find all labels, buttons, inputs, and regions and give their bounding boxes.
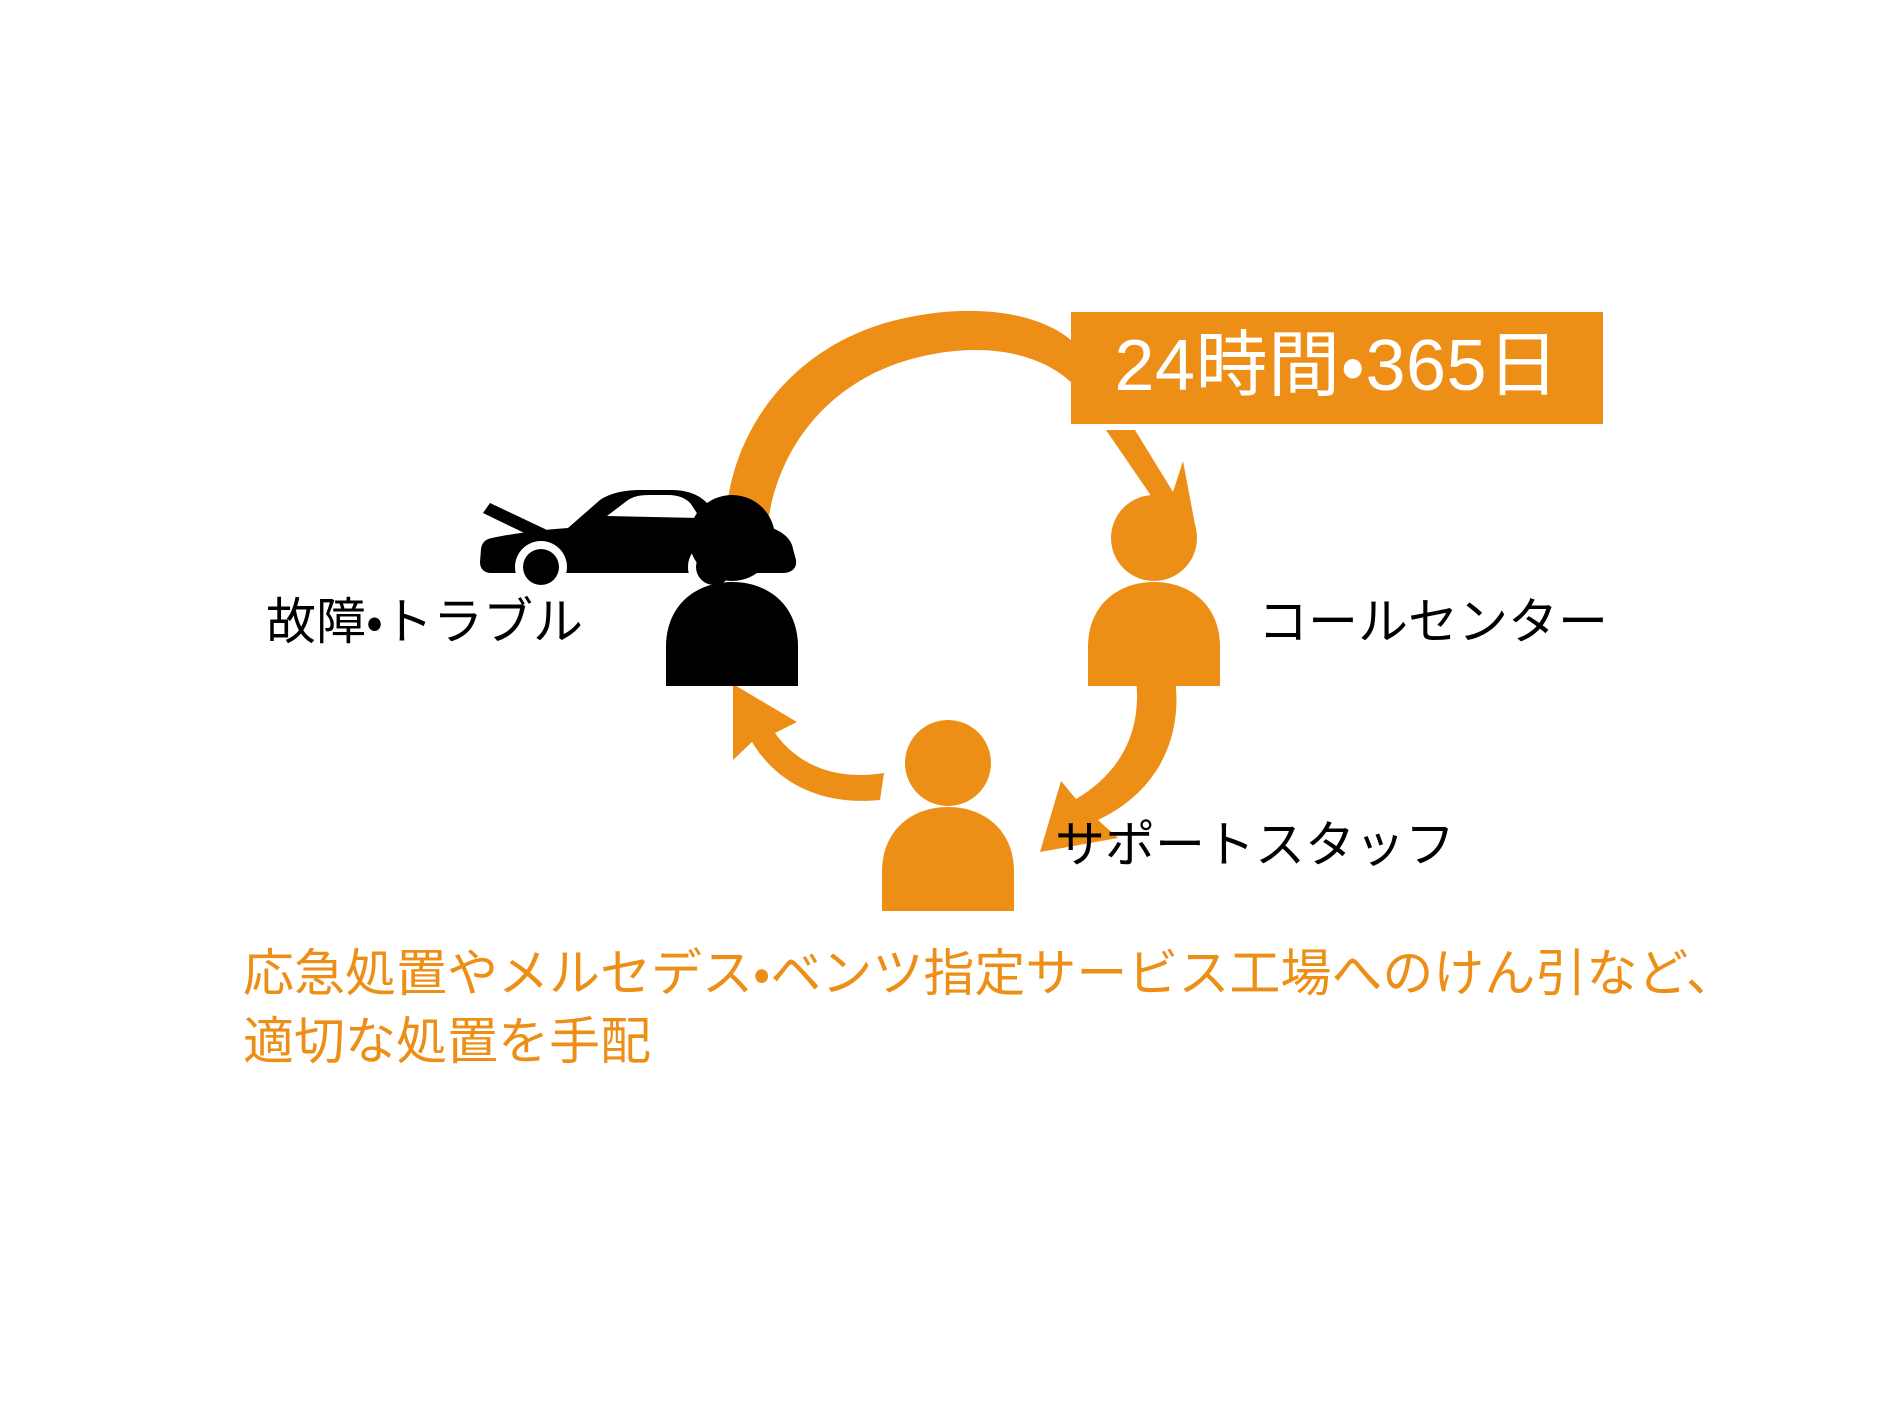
arrow-banner-to-call-center — [1106, 430, 1196, 530]
availability-banner: 24時間・365日 — [1071, 312, 1603, 424]
arrow-trouble-to-banner — [725, 310, 1080, 560]
caption-block: 応急処置やメルセデス・ベンツ指定サービス工場へのけん引など、 適切な処置を手配 — [243, 940, 1737, 1076]
person-icon-trouble — [666, 495, 798, 686]
availability-banner-label: 24時間・365日 — [1114, 326, 1560, 406]
caption-line-1: 応急処置やメルセデス・ベンツ指定サービス工場へのけん引など、 — [243, 945, 1737, 1002]
node-label-support-staff: サポートスタッフ — [1055, 817, 1455, 873]
arrow-support-to-trouble — [733, 684, 884, 801]
node-label-call-center: コールセンター — [1258, 594, 1608, 650]
node-label-trouble: 故障・トラブル — [266, 594, 583, 650]
person-icon-support-staff — [882, 720, 1014, 911]
person-icon-call-center — [1088, 495, 1220, 686]
caption-line-2: 適切な処置を手配 — [243, 1012, 652, 1070]
broken-car-icon — [480, 490, 797, 593]
